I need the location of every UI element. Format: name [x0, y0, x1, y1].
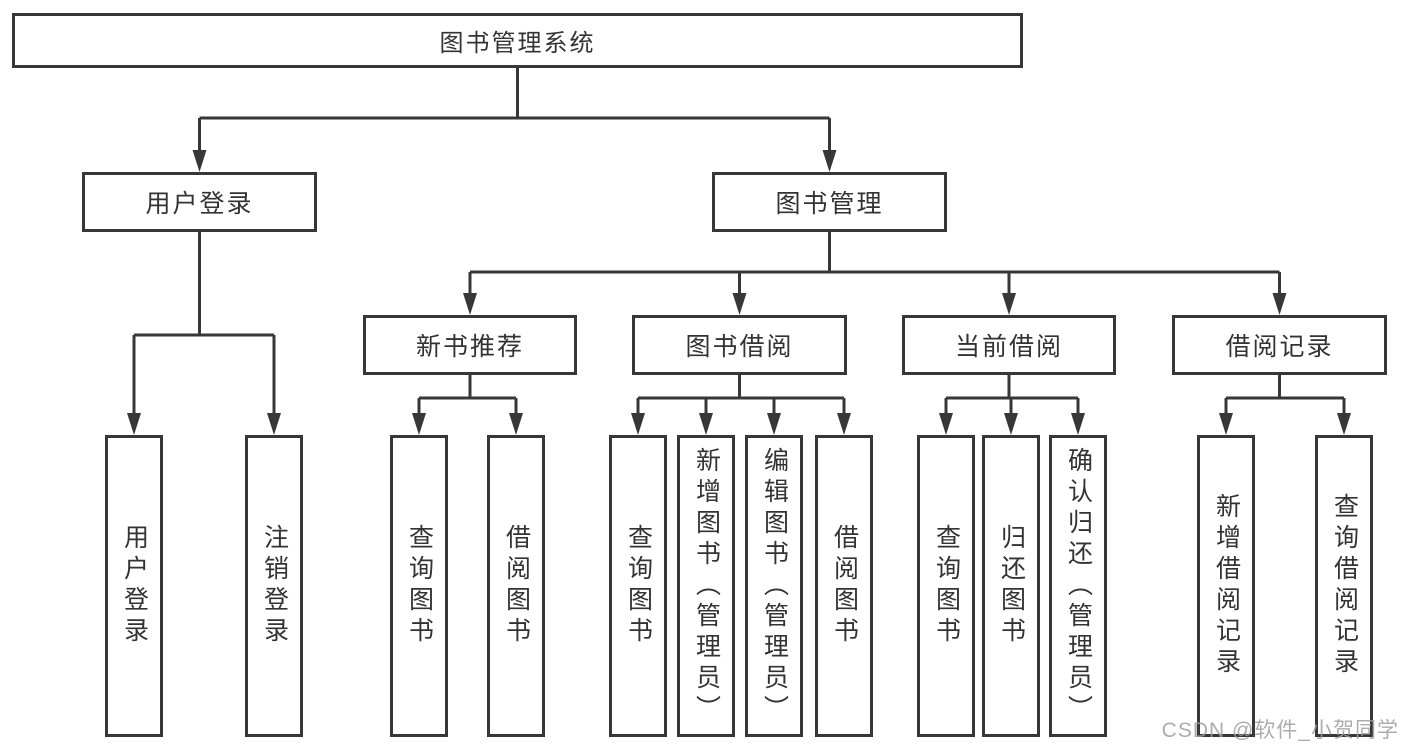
- connector-borrow-records-to-leaves: [1219, 375, 1351, 435]
- leaf-label: 借阅图书: [830, 524, 859, 648]
- leaf-borrow-books-newbooks: 借阅图书: [487, 435, 545, 737]
- leaf-label: 新增图书（管理员）: [692, 446, 721, 726]
- node-label: 当前借阅: [954, 333, 1063, 361]
- node-borrow-records: 借阅记录: [1172, 315, 1387, 375]
- connector-book-borrow-to-leaves: [631, 375, 851, 435]
- arrowhead-icon: [631, 413, 645, 435]
- leaf-label: 查询图书: [932, 524, 961, 648]
- leaf-query-borrow-record: 查询借阅记录: [1315, 435, 1373, 737]
- leaf-edit-books-admin: 编辑图书（管理员）: [745, 435, 803, 737]
- arrowhead-icon: [463, 293, 477, 315]
- arrowhead-icon: [837, 413, 851, 435]
- arrowhead-icon: [509, 413, 523, 435]
- leaf-label: 编辑图书（管理员）: [760, 446, 789, 726]
- leaf-label: 用户登录: [120, 524, 149, 648]
- arrowhead-icon: [267, 413, 281, 435]
- arrowhead-icon: [1002, 293, 1016, 315]
- connector-root-to-level2: [192, 68, 837, 172]
- arrowhead-icon: [1337, 413, 1351, 435]
- node-label: 借阅记录: [1225, 333, 1334, 361]
- node-label: 图书管理系统: [439, 30, 596, 57]
- node-label: 图书管理: [775, 190, 884, 218]
- arrowhead-icon: [699, 413, 713, 435]
- arrowhead-icon: [412, 413, 426, 435]
- leaf-confirm-return-admin: 确认归还（管理员）: [1049, 435, 1107, 737]
- leaf-label: 注销登录: [260, 524, 289, 648]
- leaf-add-borrow-record: 新增借阅记录: [1197, 435, 1255, 737]
- arrowhead-icon: [767, 413, 781, 435]
- node-label: 新书推荐: [415, 333, 524, 361]
- arrowhead-icon: [1272, 293, 1287, 315]
- leaf-query-books-newbooks: 查询图书: [390, 435, 448, 737]
- arrowhead-icon: [1219, 413, 1233, 435]
- node-book-management: 图书管理: [712, 172, 947, 232]
- arrowhead-icon: [732, 293, 747, 315]
- arrowhead-icon: [1004, 413, 1018, 435]
- node-current-borrow: 当前借阅: [902, 315, 1116, 375]
- leaf-user-login: 用户登录: [105, 435, 163, 737]
- leaf-label: 查询图书: [624, 524, 653, 648]
- connector-user-login-to-leaves: [127, 232, 281, 435]
- leaf-label: 借阅图书: [502, 524, 531, 648]
- csdn-watermark: CSDN @软件_小贺同学: [1161, 719, 1399, 742]
- arrowhead-icon: [822, 150, 837, 172]
- arrowhead-icon: [127, 413, 141, 435]
- arrowhead-icon: [1071, 413, 1085, 435]
- leaf-logout: 注销登录: [245, 435, 303, 737]
- node-root-system: 图书管理系统: [12, 13, 1023, 68]
- leaf-label: 确认归还（管理员）: [1064, 446, 1093, 726]
- arrowhead-icon: [939, 413, 953, 435]
- leaf-query-books-current: 查询图书: [917, 435, 975, 737]
- node-label: 用户登录: [145, 190, 254, 218]
- node-new-book-recommend: 新书推荐: [363, 315, 577, 375]
- leaf-label: 查询图书: [405, 524, 434, 648]
- node-label: 图书借阅: [685, 333, 794, 361]
- connector-new-books-to-leaves: [412, 375, 523, 435]
- leaf-add-books-admin: 新增图书（管理员）: [677, 435, 735, 737]
- connector-current-borrow-to-leaves: [939, 375, 1085, 435]
- node-book-borrow: 图书借阅: [632, 315, 847, 375]
- leaf-label: 新增借阅记录: [1212, 493, 1241, 679]
- node-user-login: 用户登录: [82, 172, 317, 232]
- leaf-query-books-borrow: 查询图书: [609, 435, 667, 737]
- leaf-label: 查询借阅记录: [1330, 493, 1359, 679]
- arrowhead-icon: [192, 150, 207, 172]
- leaf-borrow-books: 借阅图书: [815, 435, 873, 737]
- connector-book-mgmt-to-level3: [463, 232, 1287, 315]
- leaf-label: 归还图书: [997, 524, 1026, 648]
- leaf-return-books: 归还图书: [982, 435, 1040, 737]
